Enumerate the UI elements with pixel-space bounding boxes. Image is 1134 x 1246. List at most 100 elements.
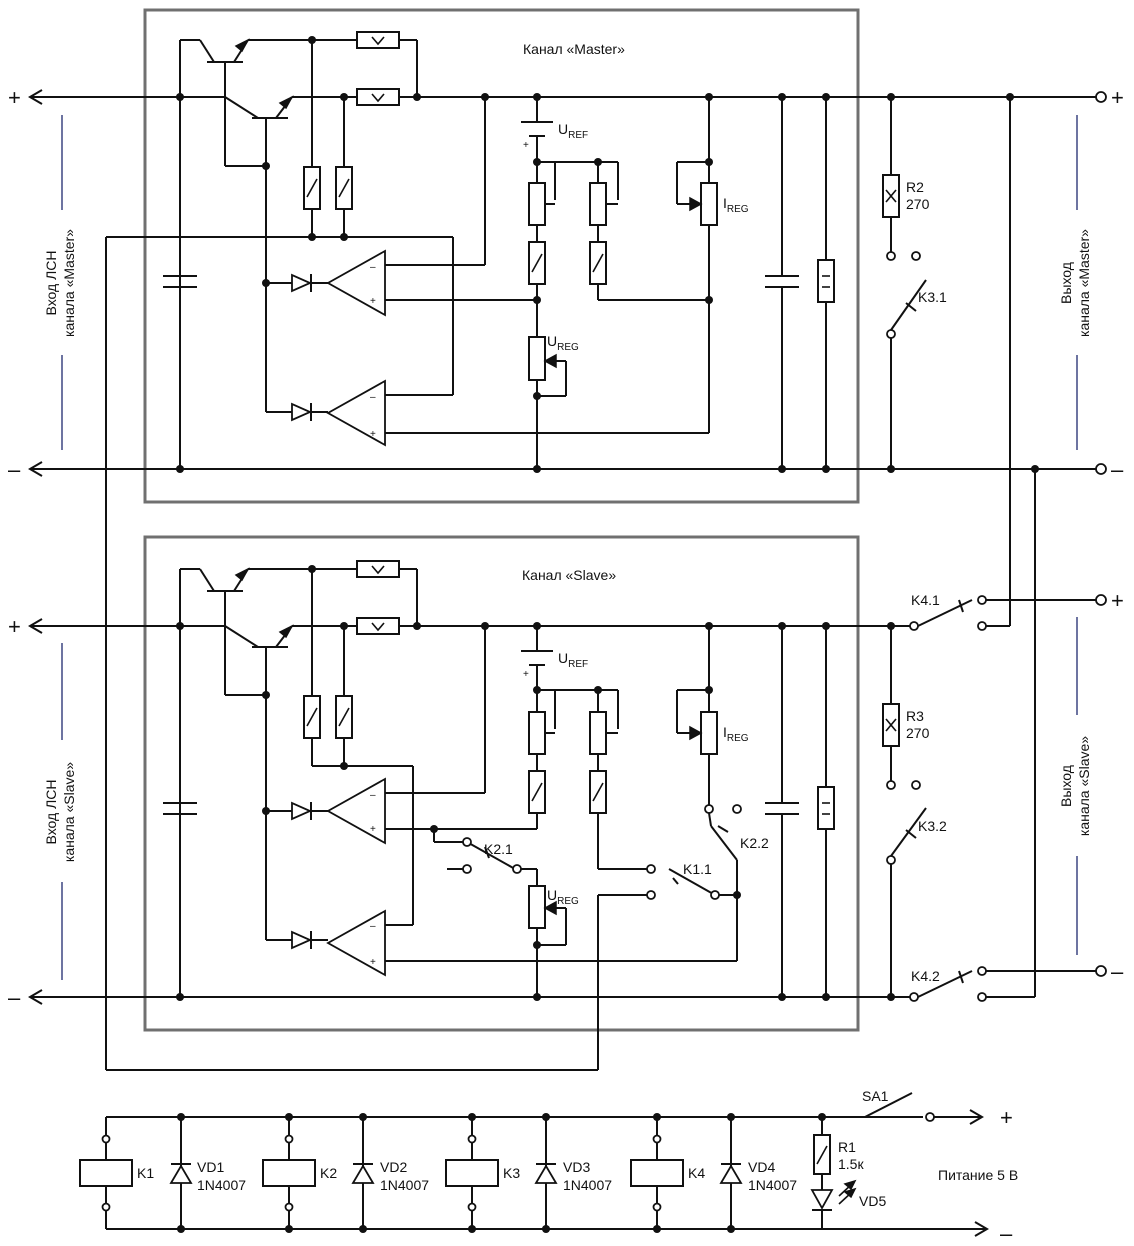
junction-dot: [176, 465, 184, 473]
junction-dot: [340, 233, 348, 241]
r2-value: 270: [906, 196, 930, 212]
power-minus-sign: –: [1000, 1221, 1013, 1246]
uref-plus-label: +: [523, 140, 529, 151]
relay-k4-label: K4: [688, 1165, 705, 1181]
junction-dot: [533, 158, 541, 166]
slave-channel-frame: [143, 535, 860, 1032]
junction-dot: [822, 622, 830, 630]
junction-dot: [594, 158, 602, 166]
junction-dot: [285, 1225, 293, 1233]
junction-dot: [594, 686, 602, 694]
vd1-name: VD1: [197, 1159, 224, 1175]
junction-dot: [176, 993, 184, 1001]
junction-dot: [308, 233, 316, 241]
k4-2-label: K4.2: [911, 968, 940, 984]
junction-dots: [176, 36, 1039, 1233]
k2-2-label: K2.2: [740, 835, 769, 851]
k3-2-label: K3.2: [918, 818, 947, 834]
junction-dot: [705, 622, 713, 630]
svg-text:Выход: Выход: [1058, 262, 1074, 304]
junction-dot: [542, 1225, 550, 1233]
side-rules: [61, 115, 1078, 980]
junction-dot: [653, 1225, 661, 1233]
opamp-minus: –: [370, 262, 376, 273]
junction-dot: [818, 1113, 826, 1121]
input-minus-sign: –: [8, 985, 21, 1010]
junction-dot: [262, 162, 270, 170]
opamp-plus: +: [370, 429, 376, 440]
master-wiring: [30, 39, 1097, 1071]
svg-text:канала «Slave»: канала «Slave»: [61, 762, 77, 862]
relay-k1-label: K1: [137, 1165, 154, 1181]
junction-dot: [533, 622, 541, 630]
slave-output-label: Выход канала «Slave»: [1058, 736, 1092, 836]
k1-1-label: K1.1: [683, 861, 712, 877]
junction-dot: [430, 825, 438, 833]
master-components: [163, 31, 921, 447]
power-label: Питание 5 В: [938, 1167, 1018, 1183]
svg-text:Выход: Выход: [1058, 765, 1074, 807]
opamp-plus: +: [370, 824, 376, 835]
uref-label: UREF: [558, 650, 588, 670]
junction-dot: [308, 36, 316, 44]
junction-dot: [262, 279, 270, 287]
junction-dot: [413, 93, 421, 101]
opamp-plus: +: [370, 296, 376, 307]
slave-channel-title: Канал «Slave»: [522, 567, 616, 583]
vd1-type: 1N4007: [197, 1177, 246, 1193]
input-plus-sign: +: [8, 614, 21, 639]
junction-dot: [533, 93, 541, 101]
vd4-type: 1N4007: [748, 1177, 797, 1193]
svg-text:Вход ЛСН: Вход ЛСН: [43, 251, 59, 316]
junction-dot: [262, 807, 270, 815]
r1-value: 1.5к: [838, 1156, 864, 1172]
ireg-label: IREG: [723, 724, 749, 744]
power-components: [79, 1112, 935, 1212]
master-channel-frame: [143, 8, 860, 504]
vd2-name: VD2: [380, 1159, 407, 1175]
r1-name: R1: [838, 1139, 856, 1155]
vd3-type: 1N4007: [563, 1177, 612, 1193]
junction-dot: [413, 622, 421, 630]
junction-dot: [778, 622, 786, 630]
junction-dot: [533, 686, 541, 694]
junction-dot: [262, 691, 270, 699]
junction-dot: [822, 993, 830, 1001]
output-plus-sign: +: [1111, 588, 1124, 613]
ireg-label: IREG: [723, 195, 749, 215]
output-minus-sign: –: [1111, 457, 1124, 482]
vd5-label: VD5: [859, 1193, 886, 1209]
vd2-type: 1N4007: [380, 1177, 429, 1193]
output-switches: [909, 91, 1107, 1002]
junction-dot: [340, 93, 348, 101]
master-channel-title: Канал «Master»: [523, 41, 625, 57]
input-arrows: [28, 89, 43, 1005]
svg-text:канала «Master»: канала «Master»: [1076, 229, 1092, 337]
opamp-plus: +: [370, 957, 376, 968]
svg-text:канала «Master»: канала «Master»: [61, 229, 77, 337]
junction-dot: [340, 622, 348, 630]
junction-dot: [778, 93, 786, 101]
vd4-name: VD4: [748, 1159, 775, 1175]
junction-dot: [359, 1113, 367, 1121]
junction-dot: [653, 1113, 661, 1121]
power-plus-sign: +: [1000, 1105, 1013, 1130]
svg-text:канала «Slave»: канала «Slave»: [1076, 736, 1092, 836]
slave-components: [163, 560, 921, 977]
junction-dot: [733, 891, 741, 899]
k2-1-label: K2.1: [484, 841, 513, 857]
junction-dot: [887, 622, 895, 630]
junction-dot: [533, 296, 541, 304]
uref-label: UREF: [558, 121, 588, 141]
junction-dot: [887, 93, 895, 101]
junction-dot: [533, 993, 541, 1001]
ureg-label: UREG: [547, 333, 579, 353]
junction-dot: [533, 941, 541, 949]
junction-dot: [468, 1225, 476, 1233]
junction-dot: [822, 93, 830, 101]
uref-plus-label: +: [523, 669, 529, 680]
junction-dot: [177, 1225, 185, 1233]
junction-dot: [285, 1113, 293, 1121]
junction-dot: [176, 93, 184, 101]
junction-dot: [822, 465, 830, 473]
